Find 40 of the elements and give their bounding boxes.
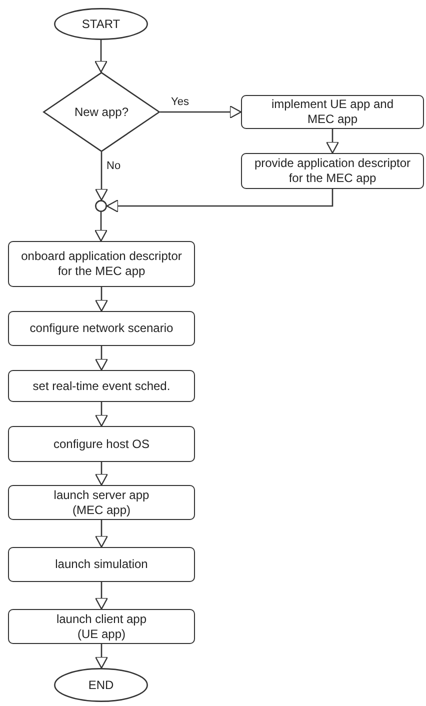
node-label: New app? <box>73 104 130 120</box>
decision-diamond <box>43 72 160 152</box>
arrow <box>94 644 108 669</box>
arrow <box>160 105 242 119</box>
process-box <box>8 370 195 402</box>
process-box <box>8 485 195 520</box>
terminal-ellipse <box>54 8 148 40</box>
node-label: configure host OS <box>52 436 151 452</box>
arrow <box>94 402 108 427</box>
arrow <box>94 212 108 242</box>
process-box <box>8 311 195 346</box>
node-label: START <box>80 16 122 32</box>
arrow <box>326 129 340 154</box>
arrow <box>94 152 108 201</box>
edge-label: Yes <box>170 96 190 108</box>
process-box <box>8 609 195 644</box>
arrow <box>94 346 108 371</box>
arrow <box>94 582 108 610</box>
node-label: implement UE app and MEC app <box>270 97 395 127</box>
node-label: END <box>87 678 115 692</box>
edge-label: No <box>106 160 122 172</box>
node-label: launch simulation <box>54 557 149 572</box>
process-box <box>8 241 195 287</box>
arrow <box>94 40 108 73</box>
node-label: launch client app (UE app) <box>55 612 148 642</box>
junction-circle <box>95 200 107 212</box>
process-box <box>241 153 424 189</box>
node-label: launch server app (MEC app) <box>52 488 150 518</box>
terminal-ellipse <box>54 668 148 702</box>
process-box <box>241 95 424 129</box>
node-label: provide application descriptor for the MEC app <box>253 156 412 186</box>
node-label: onboard application descriptor for the MEC app <box>20 249 183 279</box>
process-box <box>8 426 195 462</box>
arrow <box>94 462 108 486</box>
process-box <box>8 547 195 582</box>
node-label: configure network scenario <box>28 321 174 336</box>
node-label: set real-time event sched. <box>32 378 172 394</box>
arrow <box>94 520 108 548</box>
arrow <box>94 287 108 312</box>
arrow <box>106 189 334 213</box>
